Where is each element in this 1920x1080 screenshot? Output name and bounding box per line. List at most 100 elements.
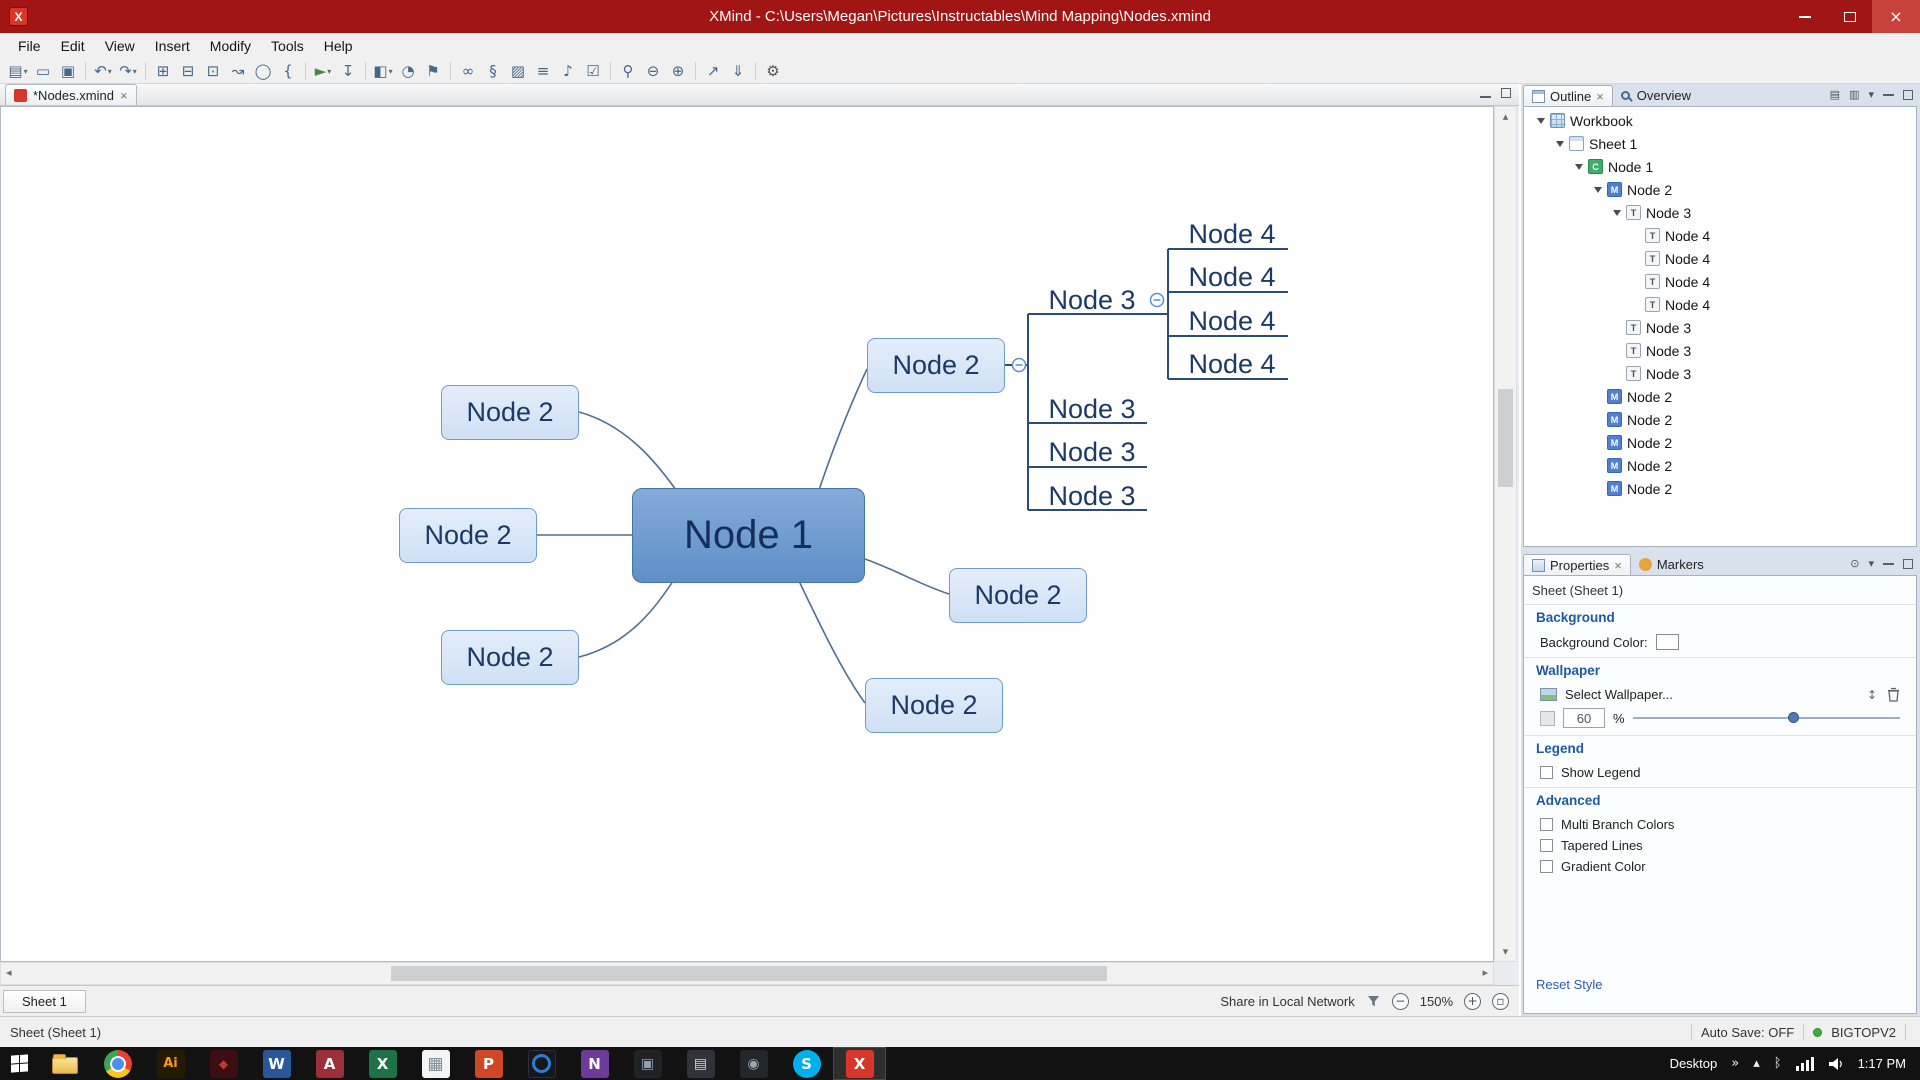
export-button[interactable]: ⇓ — [726, 60, 750, 82]
insert-summary-button[interactable]: { — [276, 60, 300, 82]
taskbar-excel[interactable]: X — [356, 1047, 409, 1080]
menu-help[interactable]: Help — [323, 38, 353, 54]
insert-floating-topic-button[interactable]: ⊡ — [201, 60, 225, 82]
start-button[interactable] — [0, 1047, 38, 1080]
find-button[interactable]: ⚲ — [616, 60, 640, 82]
presentation-button[interactable]: ► — [311, 60, 335, 82]
sheet-tab[interactable]: Sheet 1 — [3, 989, 86, 1013]
notes-button[interactable]: ≡ — [531, 60, 555, 82]
zoom-reset-button[interactable]: ▫ — [1492, 992, 1509, 1010]
zoom-out-button[interactable]: ⊖ — [641, 60, 665, 82]
toolbar-chevron-icon[interactable]: » — [1731, 1056, 1740, 1071]
minimize-button[interactable] — [1782, 0, 1827, 33]
tab-outline[interactable]: Outline × — [1523, 85, 1613, 106]
share-button[interactable]: ↗ — [701, 60, 725, 82]
expand-arrow-icon[interactable] — [1612, 209, 1621, 216]
main-topic-node[interactable]: Node 2 — [867, 338, 1005, 393]
volume-icon[interactable] — [1828, 1057, 1844, 1071]
collapse-toggle-icon[interactable] — [1149, 292, 1165, 308]
view-menu-icon[interactable]: ▾ — [1868, 88, 1874, 101]
taskbar-app-13[interactable]: ▤ — [674, 1047, 727, 1080]
taskbar-skype[interactable]: S — [780, 1047, 833, 1080]
tapered-lines-checkbox[interactable] — [1540, 839, 1553, 852]
tree-item-workbook[interactable]: Workbook — [1524, 109, 1916, 132]
scroll-left-icon[interactable]: ◂ — [6, 966, 12, 979]
menu-file[interactable]: File — [18, 38, 41, 54]
tab-nodes-xmind[interactable]: *Nodes.xmind × — [5, 84, 137, 105]
taskbar-app-12[interactable]: ▣ — [621, 1047, 674, 1080]
zoom-out-button[interactable]: − — [1391, 992, 1409, 1010]
expand-arrow-icon[interactable] — [1555, 140, 1564, 147]
vertical-scroll-thumb[interactable] — [1498, 389, 1513, 487]
taskbar-app-10[interactable] — [515, 1047, 568, 1080]
audio-notes-button[interactable]: ♪ — [556, 60, 580, 82]
settings-button[interactable]: ⚙ — [761, 60, 785, 82]
hyperlink-button[interactable]: ∞ — [456, 60, 480, 82]
scroll-up-icon[interactable]: ▴ — [1502, 110, 1509, 123]
desktop-toolbar-label[interactable]: Desktop — [1669, 1056, 1718, 1071]
menu-modify[interactable]: Modify — [209, 38, 252, 54]
bluetooth-icon[interactable]: ᛒ — [1773, 1056, 1782, 1071]
taskbar-app-14[interactable]: ◉ — [727, 1047, 780, 1080]
tab-close-icon[interactable]: × — [1614, 557, 1622, 573]
opacity-swatch[interactable] — [1540, 710, 1555, 726]
save-button[interactable]: ▣ — [56, 60, 80, 82]
multi-branch-colors-checkbox[interactable] — [1540, 818, 1553, 831]
expand-arrow-icon[interactable] — [1574, 163, 1583, 170]
expand-arrow-icon[interactable] — [1536, 117, 1545, 124]
tab-close-icon[interactable]: × — [119, 87, 128, 103]
zoom-in-button[interactable]: ⊕ — [666, 60, 690, 82]
insert-relationship-button[interactable]: ↝ — [226, 60, 250, 82]
view-menu-icon[interactable]: ▾ — [1868, 557, 1874, 570]
new-button[interactable]: ▤ — [6, 60, 30, 82]
close-button[interactable]: × — [1872, 0, 1920, 33]
main-topic-node[interactable]: Node 2 — [441, 385, 579, 440]
menu-view[interactable]: View — [104, 38, 135, 54]
subtopic-node[interactable]: Node 3 — [1048, 394, 1136, 424]
zoom-in-button[interactable]: + — [1464, 992, 1481, 1010]
tab-close-icon[interactable]: × — [1596, 88, 1604, 104]
insert-topic-button[interactable]: ⊞ — [151, 60, 175, 82]
subtopic-node[interactable]: Node 3 — [1048, 437, 1136, 467]
image-button[interactable]: ▨ — [506, 60, 530, 82]
horizontal-scroll-thumb[interactable] — [391, 966, 1107, 981]
minimize-panel-icon[interactable] — [1883, 562, 1894, 565]
menu-tools[interactable]: Tools — [271, 38, 304, 54]
delete-wallpaper-icon[interactable] — [1887, 687, 1900, 702]
undo-button[interactable]: ↶ — [91, 60, 115, 82]
main-topic-node[interactable]: Node 2 — [949, 568, 1087, 623]
tab-markers[interactable]: Markers — [1631, 554, 1712, 575]
horizontal-scrollbar[interactable]: ◂ ▸ — [0, 962, 1494, 985]
filter-icon[interactable] — [1366, 994, 1381, 1009]
minimize-panel-icon[interactable] — [1883, 93, 1894, 96]
menu-insert[interactable]: Insert — [154, 38, 190, 54]
open-button[interactable]: ▭ — [31, 60, 55, 82]
drill-down-button[interactable]: ↧ — [336, 60, 360, 82]
reset-style-link[interactable]: Reset Style — [1536, 977, 1603, 992]
taskbar-app-4[interactable]: ◆ — [197, 1047, 250, 1080]
stepper-icon[interactable]: ↕ — [1866, 687, 1877, 702]
main-topic-node[interactable]: Node 2 — [399, 508, 537, 563]
vertical-scrollbar[interactable]: ▴ ▾ — [1494, 106, 1517, 962]
taskbar-app-8[interactable]: ▦ — [409, 1047, 462, 1080]
main-topic-node[interactable]: Node 2 — [865, 678, 1003, 733]
select-wallpaper-button[interactable]: Select Wallpaper... — [1565, 687, 1673, 702]
menu-edit[interactable]: Edit — [60, 38, 85, 54]
marker-button[interactable]: ◔ — [396, 60, 420, 82]
theme-button[interactable]: ◧ — [371, 60, 395, 82]
maximize-button[interactable] — [1827, 0, 1872, 33]
subtopic-node[interactable]: Node 4 — [1188, 219, 1276, 249]
subtopic-node[interactable]: Node 3 — [1048, 481, 1136, 511]
